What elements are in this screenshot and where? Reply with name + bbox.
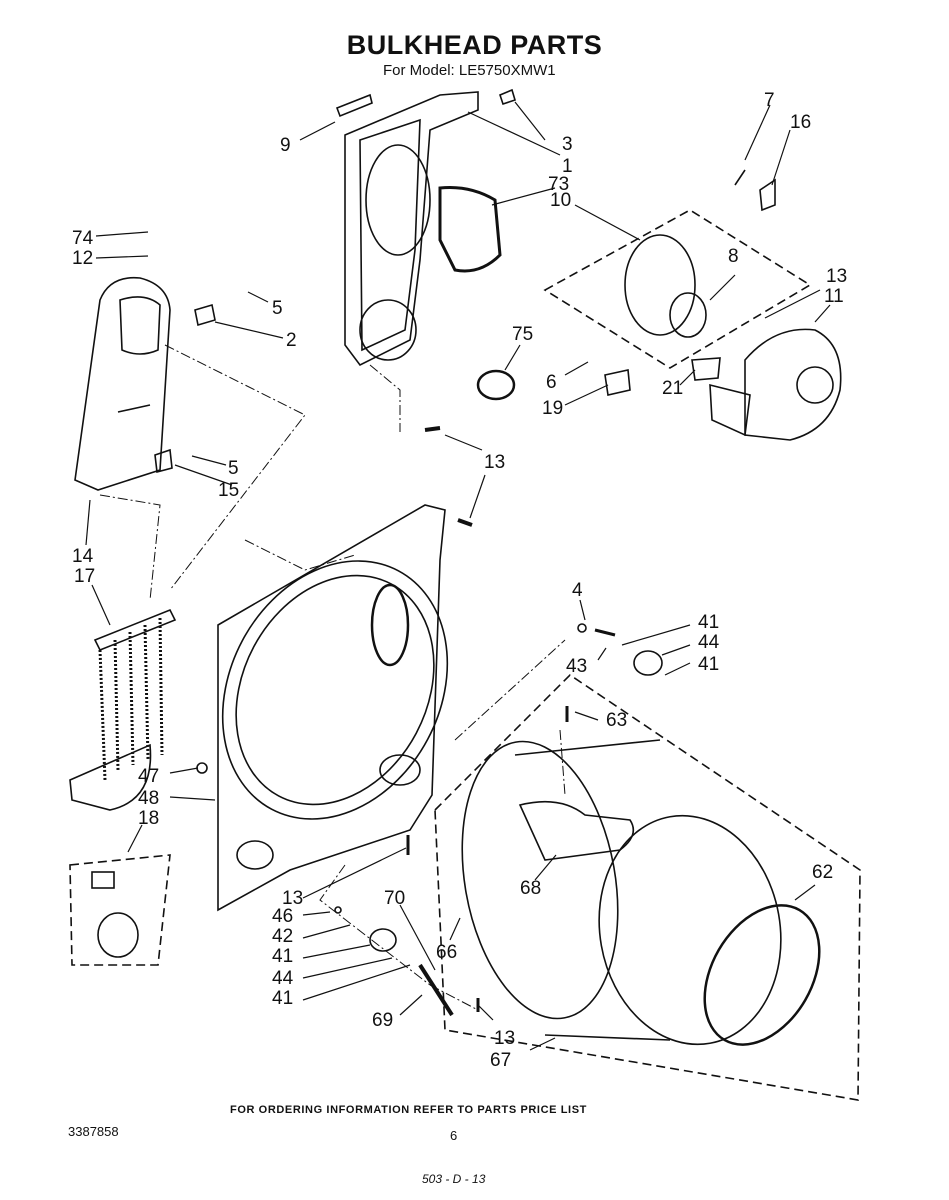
callout-41d: 41 — [272, 988, 293, 1009]
callout-74: 74 — [72, 228, 94, 249]
callout-6: 6 — [546, 372, 557, 393]
callout-12: 12 — [72, 248, 93, 269]
callout-10: 10 — [550, 190, 571, 211]
callout-44a: 44 — [698, 632, 720, 653]
small-hardware — [196, 88, 663, 1017]
callout-labels: 1 2 3 5 5 6 7 8 9 10 11 12 13 13 13 13 1… — [72, 90, 847, 1071]
callout-41a: 41 — [698, 612, 719, 633]
ordering-note: FOR ORDERING INFORMATION REFER TO PARTS … — [230, 1104, 587, 1116]
callout-5a: 5 — [272, 298, 283, 319]
callout-16: 16 — [790, 112, 811, 133]
callout-73: 73 — [548, 174, 569, 195]
callout-48: 48 — [138, 788, 159, 809]
rear-bulkhead — [217, 504, 449, 912]
callout-leaders — [85, 101, 831, 1051]
callout-43: 43 — [566, 656, 587, 677]
callout-11: 11 — [824, 286, 844, 307]
callout-3: 3 — [562, 134, 573, 155]
page-number: 6 — [450, 1128, 458, 1143]
dryer-drum — [434, 673, 861, 1101]
callout-67: 67 — [490, 1050, 511, 1071]
callout-70: 70 — [384, 888, 405, 909]
callout-68: 68 — [520, 878, 541, 899]
page-title: BULKHEAD PARTS — [346, 30, 603, 60]
callout-41c: 41 — [272, 946, 293, 967]
callout-66: 66 — [436, 942, 457, 963]
callout-44b: 44 — [272, 968, 294, 989]
terminal-kit-box — [69, 854, 171, 966]
blower-assembly — [543, 169, 842, 441]
model-subtitle: For Model: LE5750XMW1 — [383, 62, 556, 79]
heater-duct-housing — [74, 276, 216, 491]
callout-21: 21 — [662, 378, 683, 399]
heater-element — [69, 608, 177, 811]
callout-46: 46 — [272, 906, 293, 927]
callout-17: 17 — [74, 566, 95, 587]
callout-13b: 13 — [484, 452, 505, 473]
callout-1: 1 — [562, 156, 573, 177]
callout-69: 69 — [372, 1010, 393, 1031]
callout-19: 19 — [542, 398, 563, 419]
callout-8: 8 — [728, 246, 739, 267]
callout-63: 63 — [606, 710, 627, 731]
document-number: 3387858 — [68, 1124, 119, 1139]
front-bulkhead-panel — [335, 91, 502, 367]
callout-13d: 13 — [494, 1028, 515, 1049]
callout-13c: 13 — [282, 888, 303, 909]
handwritten-code: 503 - D - 13 — [422, 1172, 486, 1186]
callout-7: 7 — [764, 90, 775, 111]
callout-41b: 41 — [698, 654, 719, 675]
callout-14: 14 — [72, 546, 94, 567]
guide-lines — [99, 344, 566, 1011]
callout-18: 18 — [138, 808, 159, 829]
callout-75: 75 — [512, 324, 533, 345]
callout-13a: 13 — [826, 266, 847, 287]
callout-15: 15 — [218, 480, 239, 501]
callout-47: 47 — [138, 766, 159, 787]
callout-4: 4 — [572, 580, 583, 601]
callout-5b: 5 — [228, 458, 239, 479]
callout-2: 2 — [286, 330, 297, 351]
callout-9: 9 — [280, 135, 291, 156]
callout-62: 62 — [812, 862, 833, 883]
callout-42: 42 — [272, 926, 293, 947]
